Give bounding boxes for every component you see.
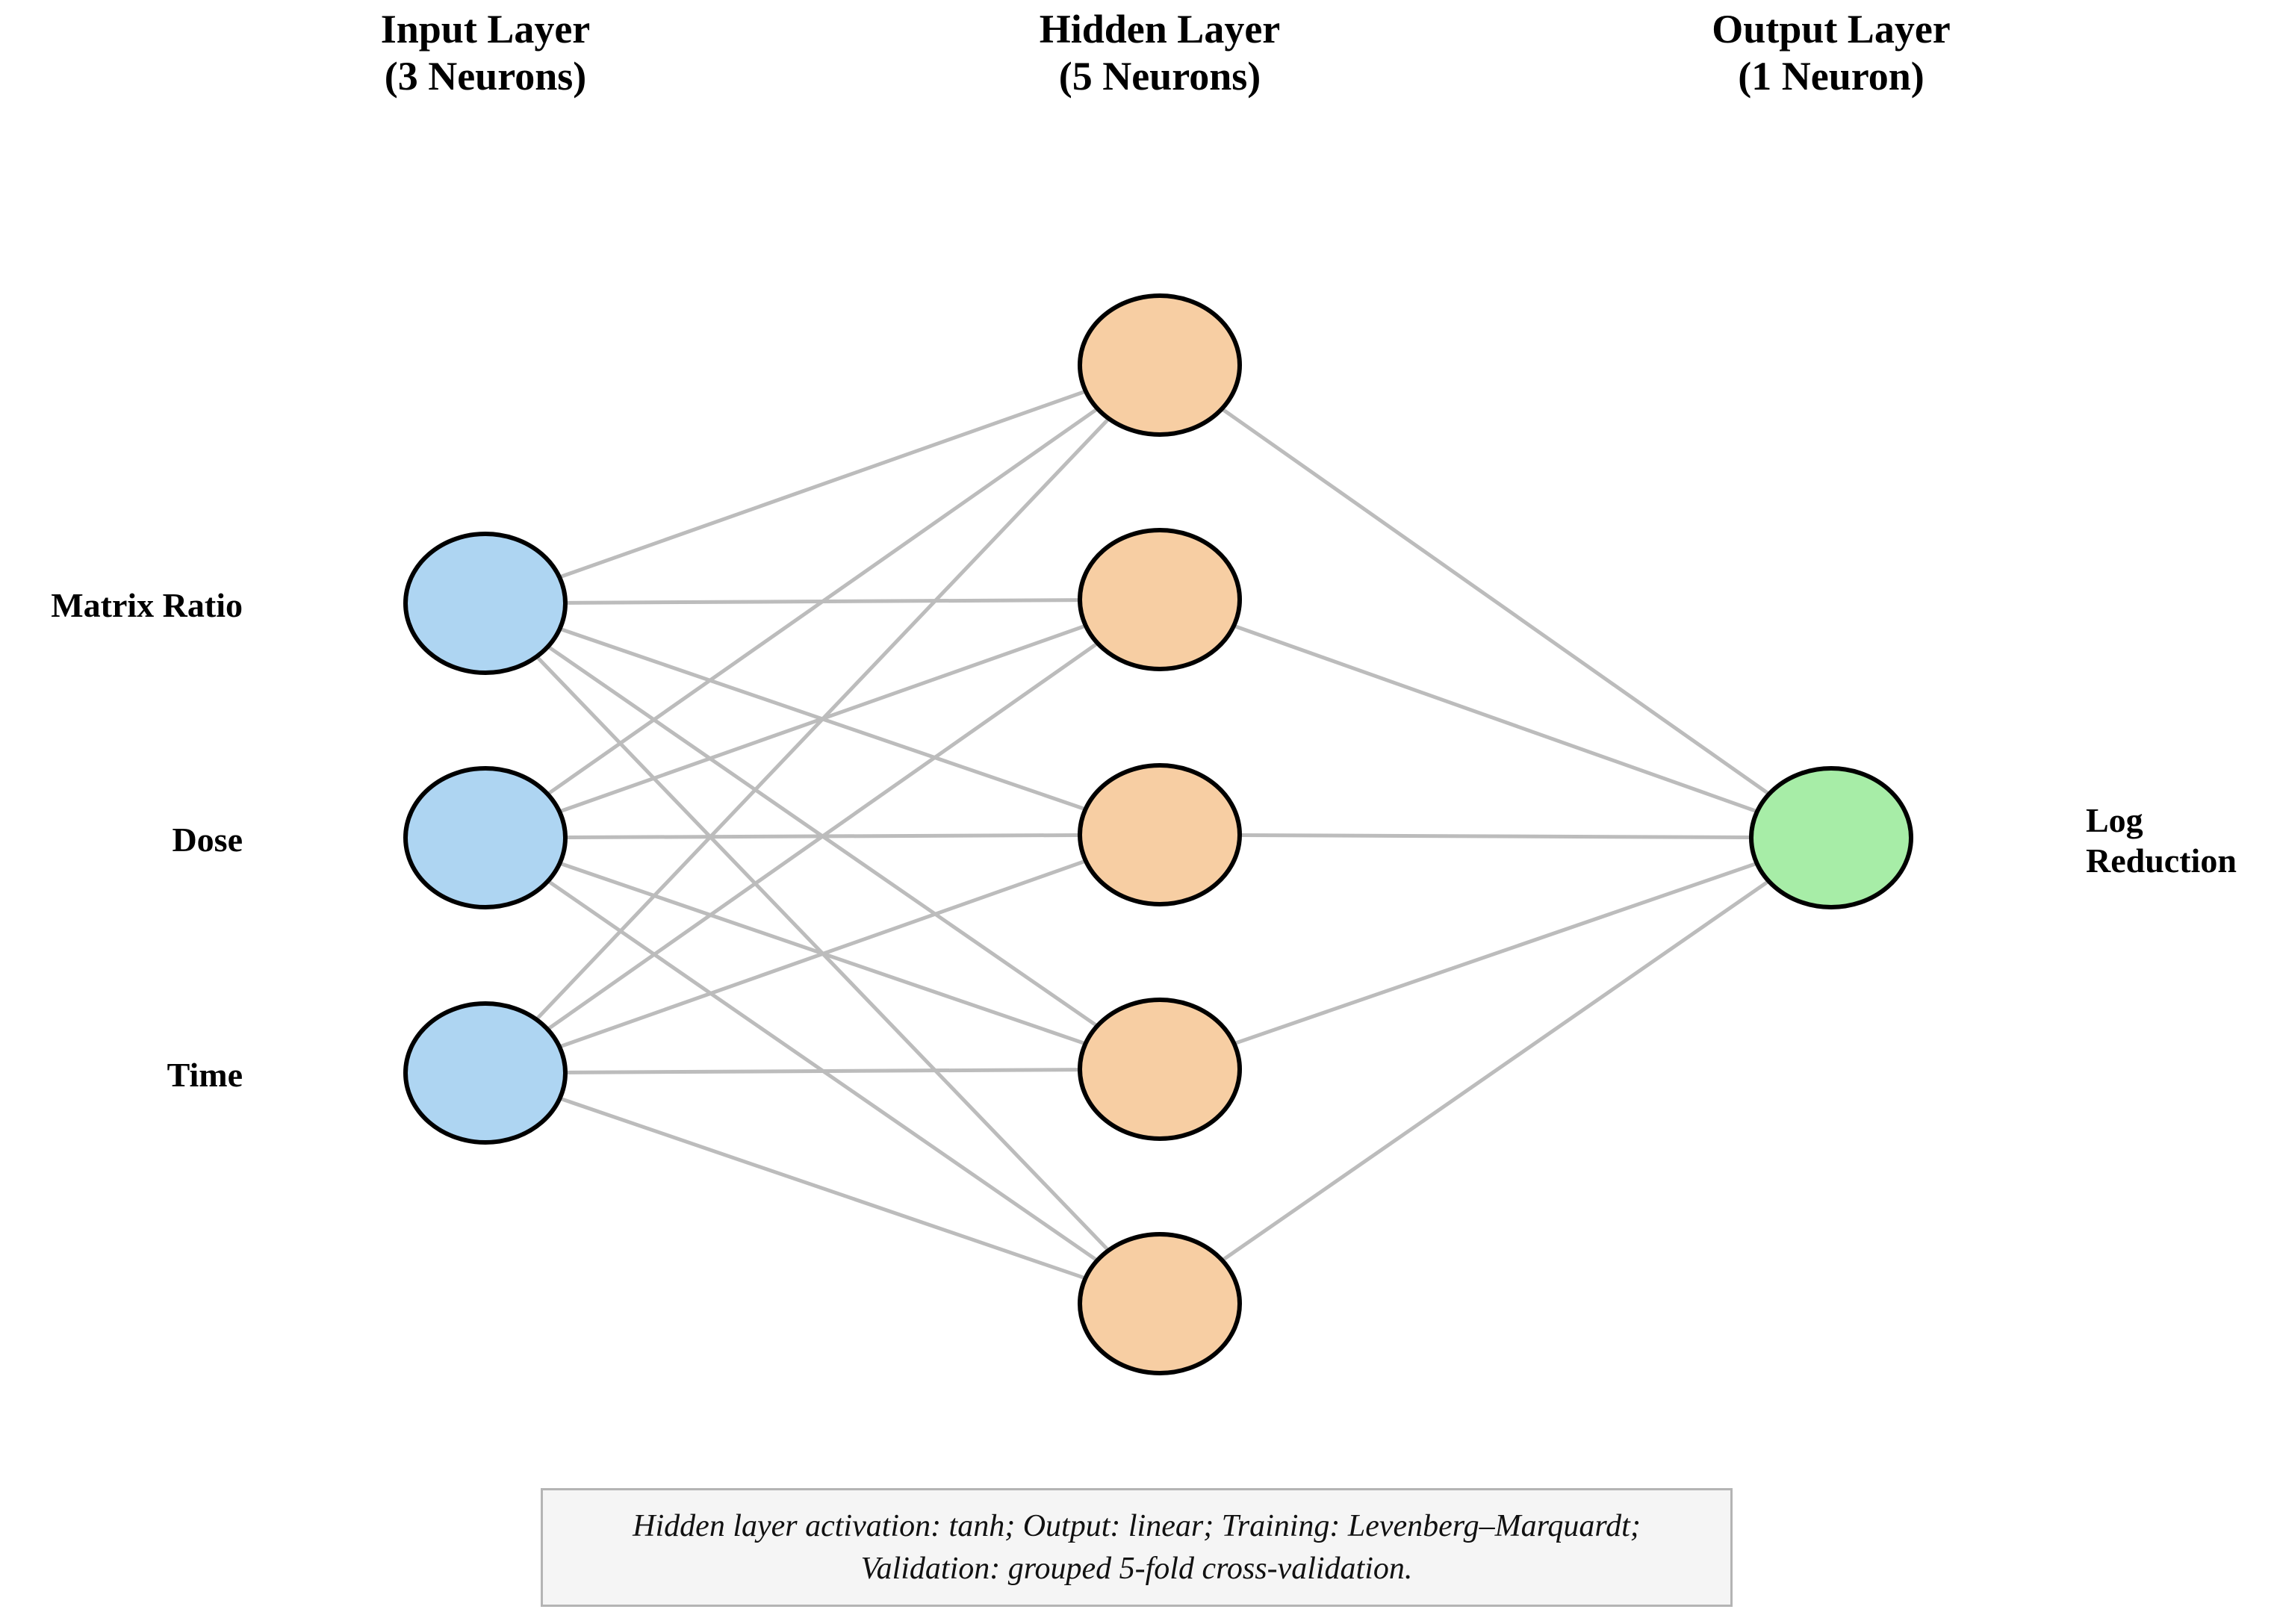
neuron-input-2[interactable] [403, 766, 568, 909]
connection-edge [1233, 861, 1758, 1046]
input-label-time: Time [167, 1056, 243, 1094]
connection-edge [1221, 879, 1770, 1263]
neuron-output-1[interactable] [1749, 766, 1913, 909]
connection-edge [559, 1096, 1087, 1281]
caption-text: Hidden layer activation: tanh; Output: l… [633, 1509, 1641, 1586]
connection-edge [565, 1068, 1081, 1074]
neuron-hidden-1[interactable] [1078, 293, 1242, 437]
connection-edge [559, 389, 1087, 579]
neuron-input-1[interactable] [403, 532, 568, 675]
input-label-matrix-ratio: Matrix Ratio [51, 586, 243, 624]
connection-edge [546, 641, 1099, 1031]
neuron-hidden-4[interactable] [1078, 998, 1242, 1141]
neuron-hidden-2[interactable] [1078, 528, 1242, 671]
connection-edge [1233, 623, 1758, 814]
connection-edge [1220, 407, 1771, 796]
neuron-input-3[interactable] [403, 1001, 568, 1145]
layer-title-hidden: Hidden Layer (5 Neurons) [1039, 7, 1281, 99]
connection-edge [535, 417, 1110, 1021]
caption-box: Hidden layer activation: tanh; Output: l… [541, 1488, 1733, 1607]
neuron-nodes [403, 293, 1913, 1375]
output-label-log-reduction: Log Reduction [2086, 801, 2237, 880]
neuron-hidden-5[interactable] [1078, 1232, 1242, 1375]
layer-title-output: Output Layer (1 Neuron) [1712, 7, 1951, 99]
connection-edges [535, 389, 1771, 1281]
connection-edge [1239, 833, 1752, 840]
neuron-hidden-3[interactable] [1078, 763, 1242, 906]
layer-title-input: Input Layer (3 Neurons) [380, 7, 591, 99]
input-label-dose: Dose [172, 821, 243, 859]
connection-edge [546, 407, 1099, 796]
connection-edge [559, 859, 1087, 1049]
